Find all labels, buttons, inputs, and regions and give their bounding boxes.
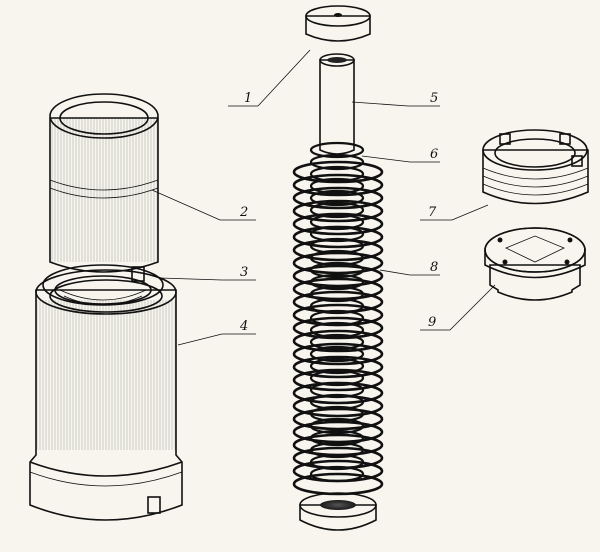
spring-coil xyxy=(292,394,384,418)
spring-coil xyxy=(309,141,365,159)
label-8: 8 xyxy=(430,260,438,275)
spring-coil xyxy=(309,357,365,375)
label-3: 3 xyxy=(240,265,248,280)
part-2-sleeve xyxy=(49,93,159,273)
spring-coil xyxy=(292,160,384,184)
spring-coil xyxy=(309,333,365,351)
part-5-rod xyxy=(319,53,355,155)
label-4: 4 xyxy=(239,319,248,334)
part-7-slotted-nut xyxy=(482,129,589,205)
spring-coil xyxy=(292,199,384,223)
spring-coil xyxy=(292,342,384,366)
spring-coil xyxy=(309,189,365,207)
spring-coil xyxy=(292,433,384,457)
part-1-top-cap xyxy=(305,5,371,42)
part-9-flange-plug xyxy=(484,227,586,301)
spring-coil xyxy=(292,251,384,275)
spring-coil xyxy=(292,238,384,262)
spring-coil xyxy=(292,472,384,496)
label-9: 9 xyxy=(428,315,436,330)
spring-coil xyxy=(292,316,384,340)
leader-lines xyxy=(151,49,496,346)
spring-coil xyxy=(292,290,384,314)
label-5: 5 xyxy=(430,91,438,106)
spring-coil xyxy=(292,407,384,431)
spring-coil xyxy=(292,420,384,444)
label-7: 7 xyxy=(428,205,437,220)
label-6: 6 xyxy=(430,147,438,162)
spring-coil xyxy=(309,345,365,363)
part-8-outer-spring xyxy=(292,160,384,496)
spring-coil xyxy=(292,446,384,470)
spring-coil xyxy=(309,177,365,195)
label-1: 1 xyxy=(244,91,252,106)
spring-coil xyxy=(292,186,384,210)
spring-coil xyxy=(292,264,384,288)
part-4-housing xyxy=(29,269,183,521)
spring-coil xyxy=(292,303,384,327)
spring-coil xyxy=(292,459,384,483)
spring-coil xyxy=(309,153,365,171)
spring-bottom-seat xyxy=(299,492,377,531)
spring-coil xyxy=(292,212,384,236)
spring-coil xyxy=(292,355,384,379)
spring-coil xyxy=(309,201,365,219)
spring-coil xyxy=(292,277,384,301)
spring-coil xyxy=(292,329,384,353)
spring-coil xyxy=(292,173,384,197)
label-2: 2 xyxy=(239,205,248,220)
spring-coil xyxy=(292,225,384,249)
spring-coil xyxy=(292,381,384,405)
spring-coil xyxy=(292,368,384,392)
